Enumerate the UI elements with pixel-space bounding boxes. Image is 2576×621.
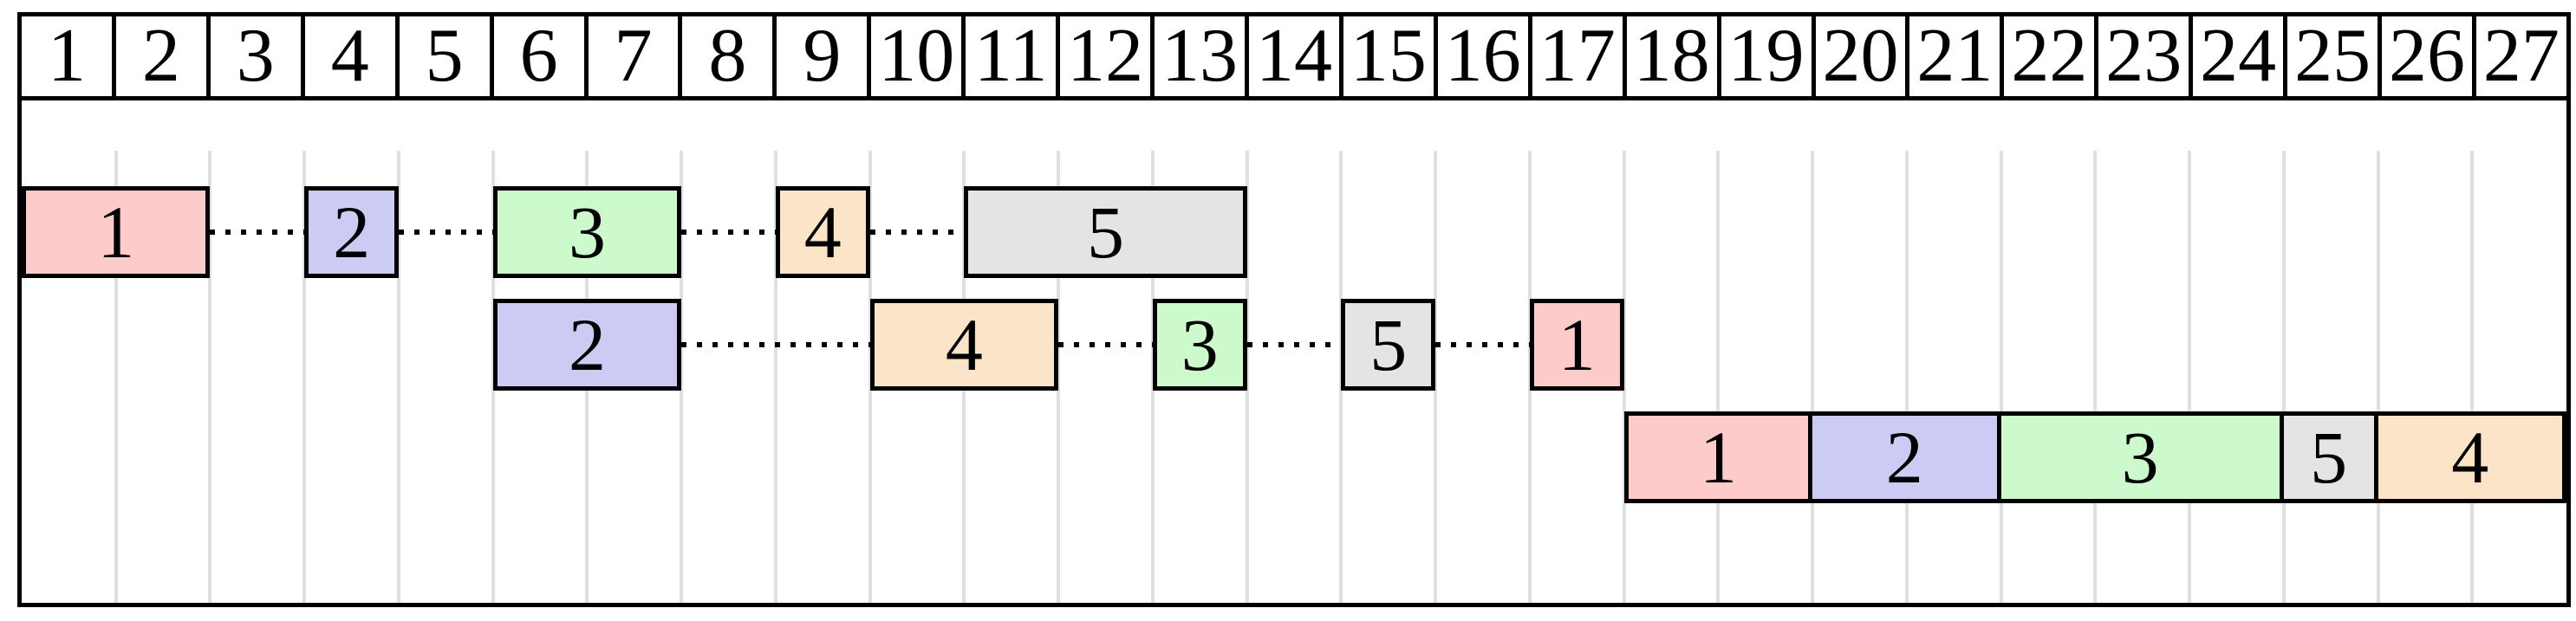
timeline-cell-25: 25 <box>2287 16 2383 96</box>
dotted-connector <box>1435 342 1530 347</box>
timeline-cell-11: 11 <box>966 16 1061 96</box>
timeline-cell-15: 15 <box>1343 16 1438 96</box>
timeline-cell-13: 13 <box>1155 16 1249 96</box>
gridline <box>2093 151 2098 603</box>
timeline-cell-23: 23 <box>2098 16 2194 96</box>
task-block-row-1-task-5: 5 <box>964 186 1247 278</box>
gridline <box>1999 151 2003 603</box>
timeline-cell-16: 16 <box>1438 16 1532 96</box>
gridline <box>1716 151 1721 603</box>
task-block-row-2-task-3: 3 <box>1152 299 1247 391</box>
task-block-row-2-task-1: 1 <box>1529 299 1624 391</box>
gridline <box>2376 151 2380 603</box>
task-block-row-2-task-2: 2 <box>492 299 682 391</box>
dotted-connector <box>210 230 305 235</box>
gridline <box>2188 151 2192 603</box>
timeline-cell-24: 24 <box>2193 16 2288 96</box>
gridline <box>302 151 307 603</box>
task-block-row-1-task-2: 2 <box>304 186 399 278</box>
task-block-row-2-task-5: 5 <box>1341 299 1436 391</box>
dotted-connector <box>869 230 965 235</box>
dotted-connector <box>681 230 776 235</box>
timeline-cell-4: 4 <box>305 16 400 96</box>
task-block-row-1-task-4: 4 <box>775 186 870 278</box>
gridline <box>114 151 118 603</box>
gridline <box>208 151 212 603</box>
timeline-cell-21: 21 <box>1909 16 2005 96</box>
gridline <box>1245 151 1249 603</box>
gridline <box>1434 151 1438 603</box>
task-block-row-3-task-1: 1 <box>1623 411 1813 503</box>
task-block-row-3-task-4: 4 <box>2373 411 2566 503</box>
timeline-cell-27: 27 <box>2482 16 2560 96</box>
gridline <box>1811 151 1815 603</box>
gridline <box>773 151 777 603</box>
gridline <box>2281 151 2286 603</box>
gridline <box>1622 151 1626 603</box>
timeline-cell-5: 5 <box>400 16 494 96</box>
timeline-cell-17: 17 <box>1532 16 1627 96</box>
gridline <box>680 151 684 603</box>
gridline <box>396 151 400 603</box>
task-block-row-3-task-2: 2 <box>1808 411 2001 503</box>
timeline-cell-7: 7 <box>589 16 683 96</box>
gridline <box>2470 151 2475 603</box>
timeline-cell-12: 12 <box>1060 16 1155 96</box>
timeline-cell-19: 19 <box>1721 16 1816 96</box>
dotted-connector <box>398 230 493 235</box>
timeline-cell-6: 6 <box>494 16 589 96</box>
task-block-row-3-task-5: 5 <box>2279 411 2378 503</box>
timeline-cell-3: 3 <box>211 16 305 96</box>
timeline-cell-20: 20 <box>1816 16 1910 96</box>
timeline-cell-18: 18 <box>1627 16 1721 96</box>
task-block-row-1-task-3: 3 <box>492 186 682 278</box>
dotted-connector <box>1246 342 1342 347</box>
timeline-cell-10: 10 <box>871 16 966 96</box>
gridline <box>1904 151 1909 603</box>
timeline-cell-1: 1 <box>22 16 116 96</box>
task-block-row-2-task-4: 4 <box>869 299 1059 391</box>
timeline-cell-8: 8 <box>682 16 777 96</box>
task-block-row-1-task-1: 1 <box>22 186 211 278</box>
timeline-cell-22: 22 <box>2004 16 2099 96</box>
timeline-cell-2: 2 <box>116 16 211 96</box>
timeline-cell-9: 9 <box>777 16 872 96</box>
dotted-connector <box>681 342 870 347</box>
task-block-row-3-task-3: 3 <box>1996 411 2284 503</box>
gridline <box>1057 151 1061 603</box>
timeline-cell-26: 26 <box>2382 16 2476 96</box>
dotted-connector <box>1058 342 1153 347</box>
timeline-cell-14: 14 <box>1249 16 1343 96</box>
